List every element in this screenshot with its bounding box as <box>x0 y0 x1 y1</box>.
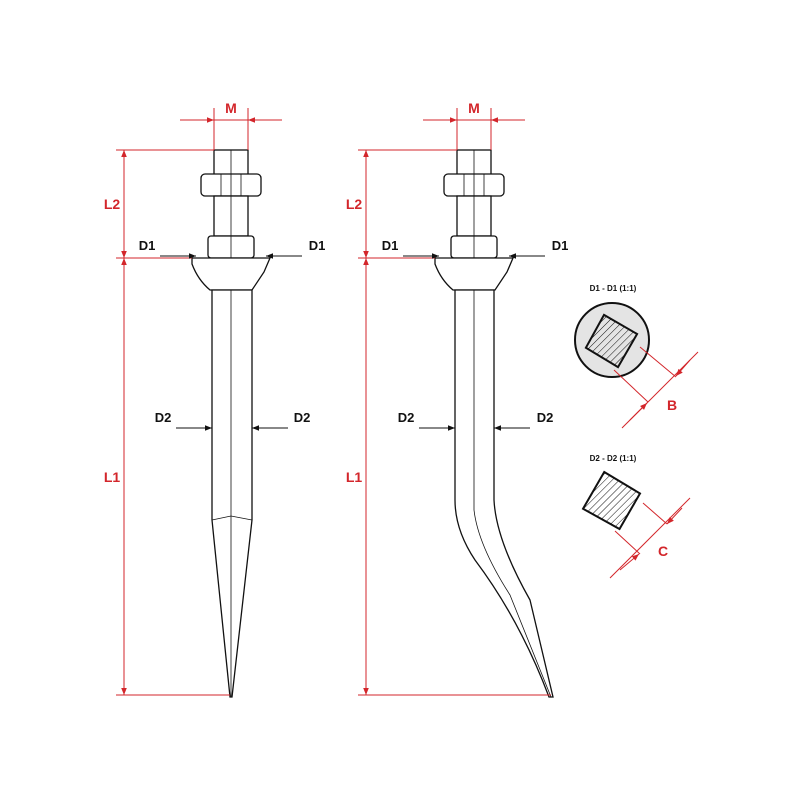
dim-c-label: C <box>658 543 668 559</box>
section-d1-marker: D1 <box>382 238 399 253</box>
dim-l1-label: L1 <box>346 469 363 485</box>
dimensions-left: M L2 L1 D1 D1 D2 D2 <box>104 100 326 696</box>
tine-shaft <box>211 289 253 698</box>
tine-shaft <box>454 289 554 698</box>
section-d1-view: D1 - D1 (1:1) B <box>574 284 699 429</box>
bent-tine <box>434 149 554 698</box>
square-section-hatched <box>581 470 642 531</box>
collar <box>434 257 514 291</box>
square-section-hatched <box>584 313 639 369</box>
section-d1-marker: D1 <box>552 238 569 253</box>
straight-tine <box>191 149 271 698</box>
section-d2-view: D2 - D2 (1:1) C <box>581 454 691 579</box>
dim-m-label: M <box>468 100 480 116</box>
section-d2-marker: D2 <box>537 410 554 425</box>
section-d2-marker: D2 <box>155 410 172 425</box>
dim-m-label: M <box>225 100 237 116</box>
section-d2-marker: D2 <box>398 410 415 425</box>
dim-l2-label: L2 <box>104 196 121 212</box>
dim-l1-label: L1 <box>104 469 121 485</box>
dim-l2-label: L2 <box>346 196 363 212</box>
section-d1-title: D1 - D1 (1:1) <box>590 284 637 293</box>
dimensions-right: M L2 L1 D1 D1 D2 D2 <box>346 100 569 696</box>
section-d2-marker: D2 <box>294 410 311 425</box>
section-d2-title: D2 - D2 (1:1) <box>590 454 637 463</box>
section-d1-marker: D1 <box>139 238 156 253</box>
collar <box>191 257 271 291</box>
dim-b-label: B <box>667 397 677 413</box>
section-d1-marker: D1 <box>309 238 326 253</box>
